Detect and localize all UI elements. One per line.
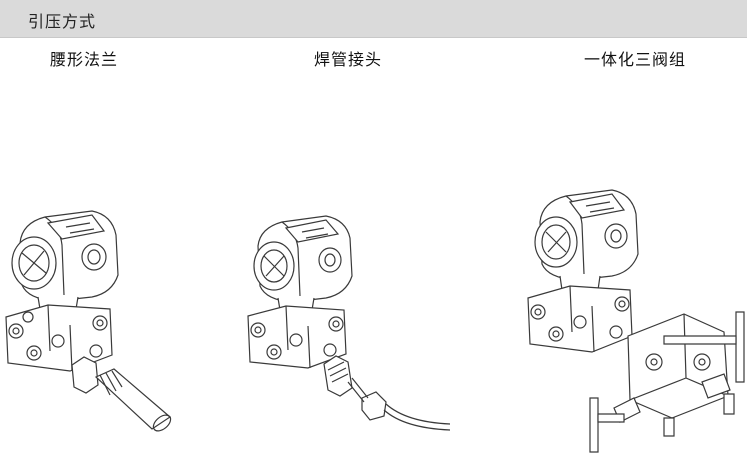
transmitter-weld-pipe-connection-icon — [244, 212, 454, 457]
transmitter-three-valve-manifold-icon — [524, 186, 750, 458]
transmitter-flange-connection-icon — [0, 205, 190, 455]
option-label-manifold: 一体化三阀组 — [584, 50, 687, 69]
option-label-weld-pipe: 焊管接头 — [314, 50, 383, 69]
section-title: 引压方式 — [28, 12, 97, 31]
section-header: 引压方式 — [0, 0, 747, 38]
option-label-flange: 腰形法兰 — [50, 50, 119, 69]
